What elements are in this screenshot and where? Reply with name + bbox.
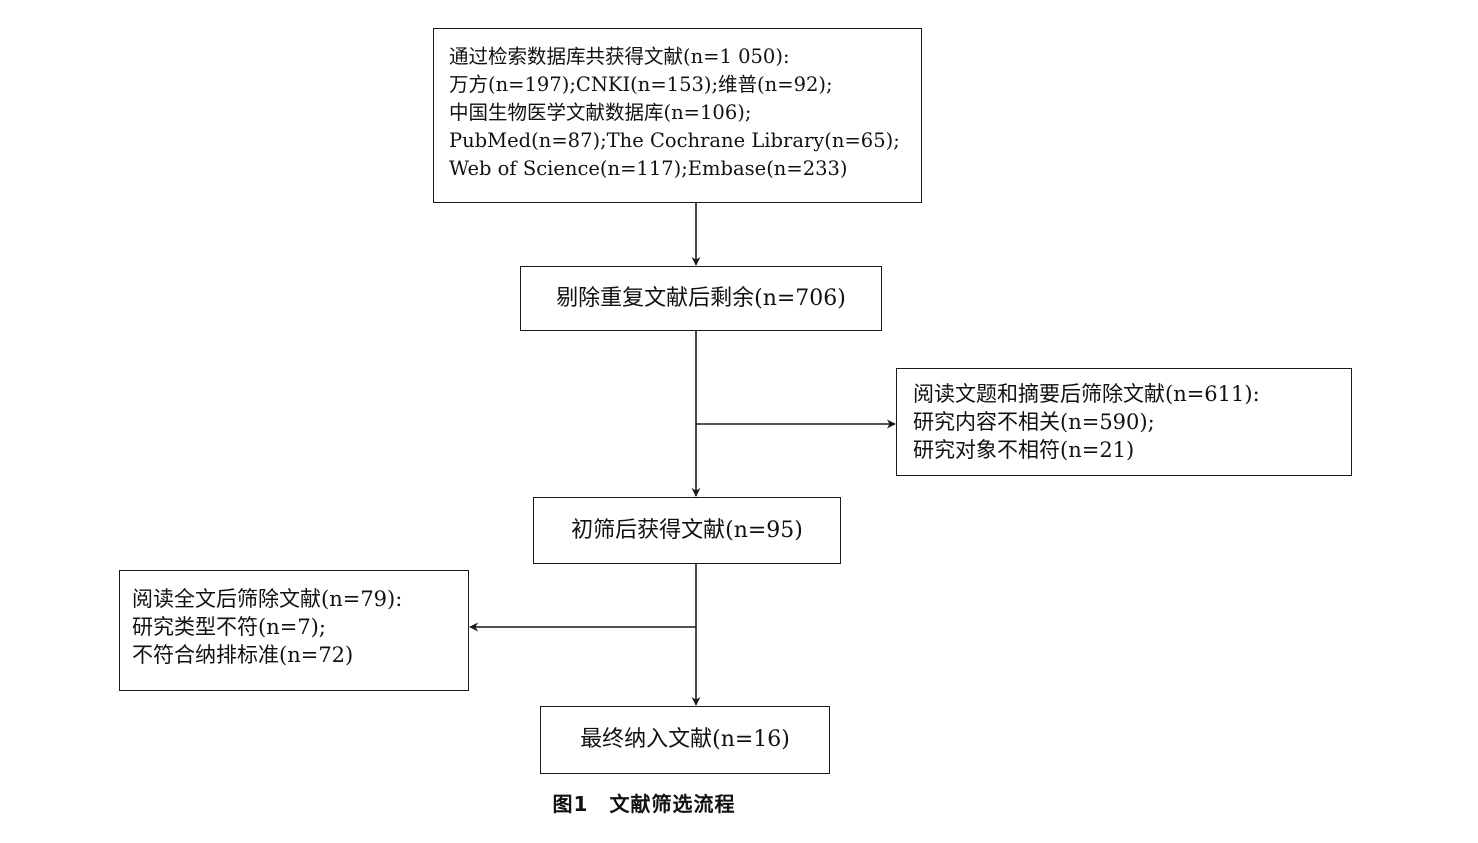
search-line: PubMed(n=87);The Cochrane Library(n=65); [449, 129, 900, 152]
title-exclusion-line: 研究对象不相符(n=21) [913, 438, 1135, 462]
deduplication-text: 剔除重复文献后剩余(n=706) [556, 285, 846, 311]
title-exclusion-line: 研究内容不相关(n=590); [913, 410, 1155, 434]
full-text-exclusion-box: 阅读全文后筛除文献(n=79): 研究类型不符(n=7); 不符合纳排标准(n=… [119, 570, 469, 691]
fulltext-exclusion-line: 阅读全文后筛除文献(n=79): [132, 587, 403, 611]
search-line: 中国生物医学文献数据库(n=106); [449, 101, 752, 124]
search-line: 通过检索数据库共获得文献(n=1 050): [449, 45, 790, 68]
database-search-box: 通过检索数据库共获得文献(n=1 050): 万方(n=197);CNKI(n=… [433, 28, 922, 203]
title-exclusion-line: 阅读文题和摘要后筛除文献(n=611): [913, 382, 1260, 406]
final-inclusion-text: 最终纳入文献(n=16) [580, 727, 790, 752]
deduplication-box: 剔除重复文献后剩余(n=706) [520, 266, 882, 331]
search-line: 万方(n=197);CNKI(n=153);维普(n=92); [449, 73, 833, 96]
search-line: Web of Science(n=117);Embase(n=233) [449, 157, 848, 180]
figure-caption: 图1 文献筛选流程 [552, 792, 736, 816]
title-abstract-exclusion-box: 阅读文题和摘要后筛除文献(n=611): 研究内容不相关(n=590); 研究对… [896, 368, 1352, 476]
initial-screening-box: 初筛后获得文献(n=95) [533, 497, 841, 564]
fulltext-exclusion-line: 研究类型不符(n=7); [132, 615, 326, 639]
initial-screening-text: 初筛后获得文献(n=95) [571, 517, 803, 543]
final-inclusion-box: 最终纳入文献(n=16) [540, 706, 830, 774]
fulltext-exclusion-line: 不符合纳排标准(n=72) [132, 643, 354, 667]
